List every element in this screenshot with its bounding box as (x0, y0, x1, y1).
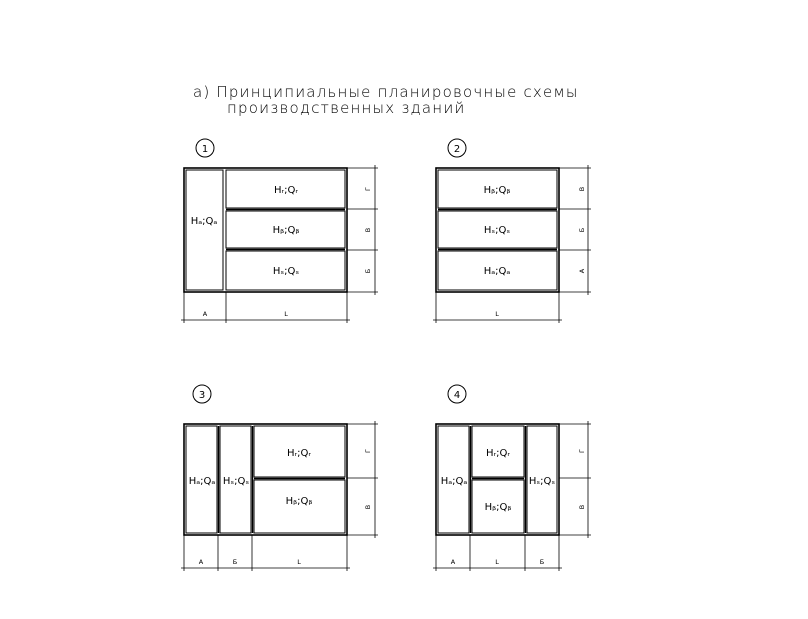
building-outline (435, 423, 560, 536)
dim-label: В (578, 505, 586, 509)
dimension-side: Г В Б (347, 165, 378, 295)
dim-label: Б (578, 228, 586, 232)
room-a (185, 425, 218, 534)
scheme-number: 1 (202, 144, 208, 155)
dim-label: А (203, 310, 208, 318)
room-v-label: Hᵦ;Qᵦ (286, 496, 313, 507)
room-g-label: Hᵣ;Qᵣ (486, 448, 510, 459)
room-b (437, 210, 558, 249)
title-line-1: а) Принципиальные планировочные схемы (193, 83, 579, 101)
dim-label: А (451, 558, 456, 566)
dim-label: L (297, 558, 301, 566)
dimension-side: Г В (559, 421, 591, 538)
room-b (225, 250, 346, 291)
room-a (185, 169, 224, 291)
room-v (225, 210, 346, 249)
scheme-number: 3 (199, 390, 205, 401)
dim-label: L (495, 558, 499, 566)
dimension-bottom: А L (181, 292, 350, 323)
dim-label: Б (540, 558, 544, 566)
room-v (437, 169, 558, 209)
room-v-label: Hᵦ;Qᵦ (273, 225, 300, 236)
building-outline (183, 167, 348, 293)
scheme-3: 3 Hₐ;Qₐ Hₛ;Qₛ Hᵣ;Qᵣ Hᵦ;Qᵦ А Б L Г (181, 384, 378, 571)
dim-label: L (284, 310, 288, 318)
room-v (253, 479, 346, 534)
dimension-bottom: А Б L (181, 535, 350, 571)
dimension-side: В Б А (559, 165, 591, 295)
dim-label: Г (364, 187, 372, 191)
scheme-1: 1 Hₐ;Qₐ Hᵣ;Qᵣ Hᵦ;Qᵦ Hₛ;Qₛ А L (181, 138, 378, 323)
room-g (471, 425, 525, 478)
scheme-number-circle (195, 138, 215, 158)
scheme-number-circle (447, 384, 467, 404)
room-a (437, 425, 470, 534)
room-a-label: Hₐ;Qₐ (441, 476, 468, 487)
room-v (471, 479, 525, 534)
room-g (253, 425, 346, 478)
scheme-number: 2 (454, 144, 460, 155)
scheme-number-circle (447, 138, 467, 158)
scheme-4: 4 Hₐ;Qₐ Hᵣ;Qᵣ Hᵦ;Qᵦ Hₛ;Qₛ А L Б Г (433, 384, 591, 571)
dim-label: Б (364, 269, 372, 273)
dim-label: А (578, 268, 586, 273)
title-line-2: производственных зданий (227, 99, 465, 117)
scheme-number: 4 (454, 390, 460, 401)
room-g-label: Hᵣ;Qᵣ (287, 448, 311, 459)
dimension-bottom: А L Б (433, 535, 562, 571)
room-b-label: Hₛ;Qₛ (529, 476, 555, 487)
room-b-label: Hₛ;Qₛ (484, 225, 510, 236)
room-g-label: Hᵣ;Qᵣ (274, 185, 298, 196)
room-a-label: Hₐ;Qₐ (191, 216, 218, 227)
room-b-label: Hₛ;Qₛ (273, 266, 299, 277)
dim-label: L (495, 310, 499, 318)
building-outline (435, 167, 560, 293)
dim-label: В (364, 505, 372, 509)
dimension-side: Г В (347, 421, 378, 538)
room-b-label: Hₛ;Qₛ (223, 476, 249, 487)
dim-label: В (364, 228, 372, 232)
room-v-label: Hᵦ;Qᵦ (485, 502, 512, 513)
dim-label: Г (578, 449, 586, 453)
scheme-number-circle (192, 384, 212, 404)
dim-label: А (199, 558, 204, 566)
scheme-2: 2 Hᵦ;Qᵦ Hₛ;Qₛ Hₐ;Qₐ L В Б А (433, 138, 591, 323)
dim-label: Г (364, 449, 372, 453)
room-a (437, 250, 558, 291)
dim-label: В (578, 187, 586, 191)
room-v-label: Hᵦ;Qᵦ (484, 185, 511, 196)
dimension-bottom: L (433, 292, 562, 323)
building-outline (183, 423, 348, 536)
room-b (219, 425, 252, 534)
room-g (225, 169, 346, 209)
room-a-label: Hₐ;Qₐ (189, 476, 216, 487)
room-b (526, 425, 558, 534)
dim-label: Б (233, 558, 237, 566)
room-a-label: Hₐ;Qₐ (484, 266, 511, 277)
